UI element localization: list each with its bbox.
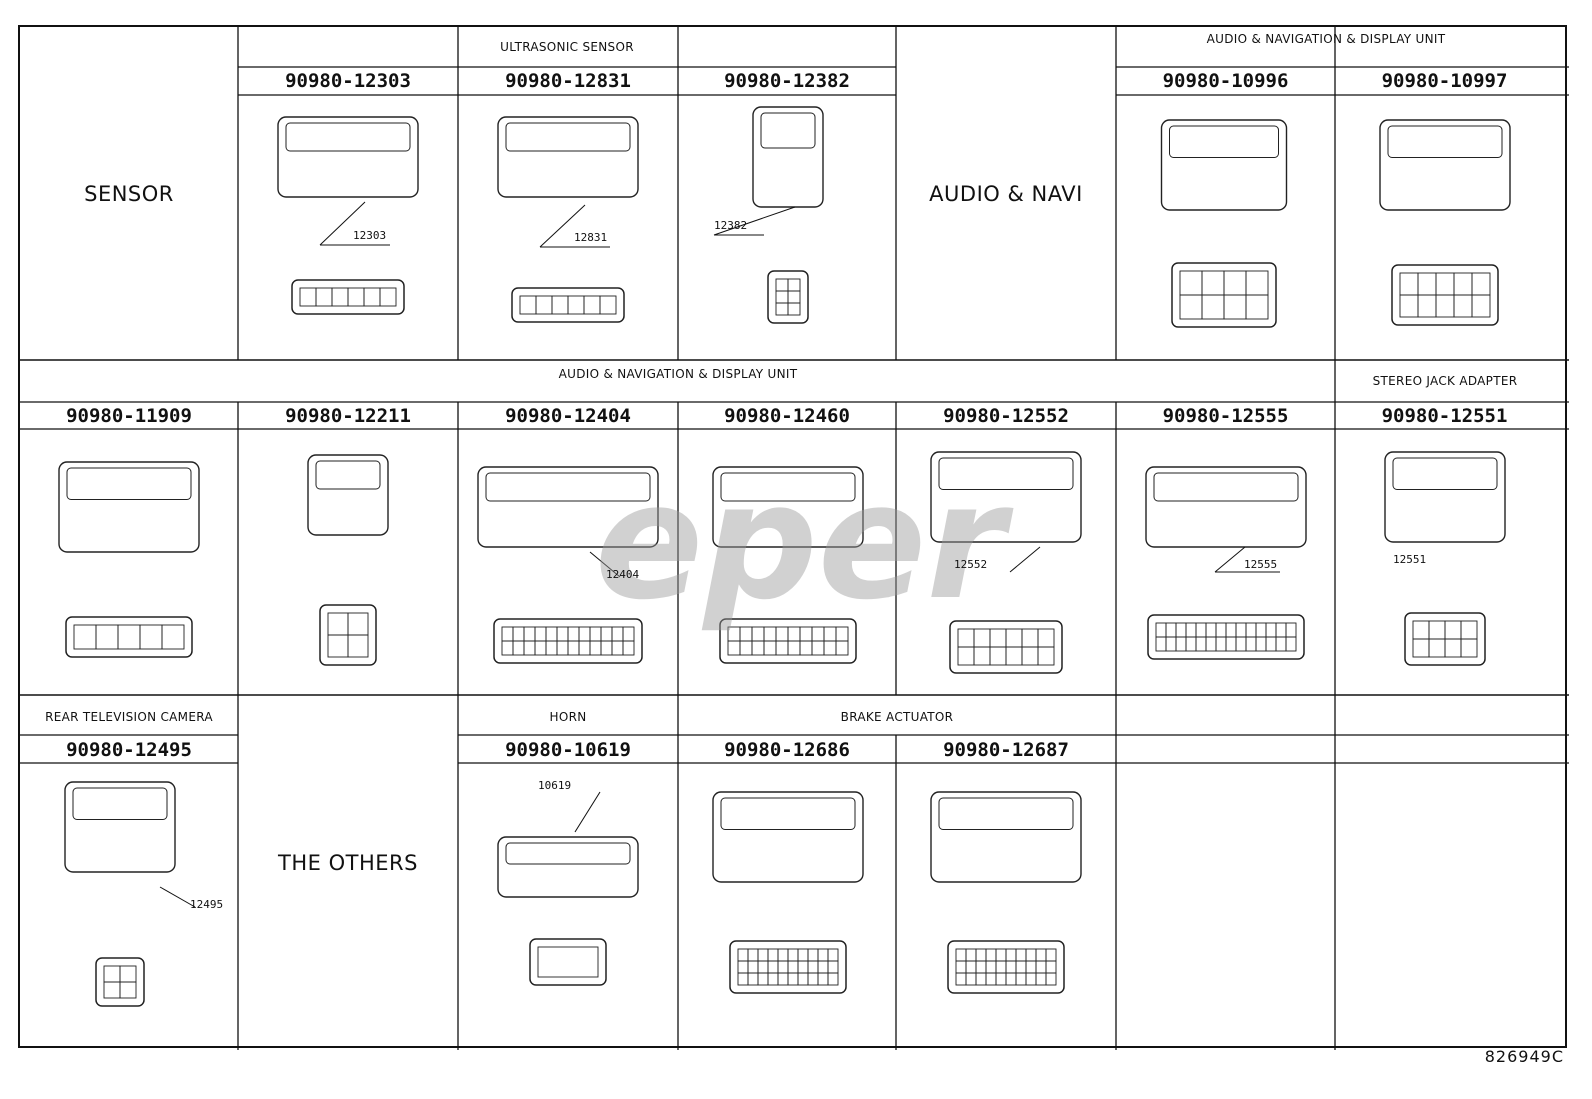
pin-cavity [622,640,635,656]
callout-label: 12404 [606,568,640,581]
pin-cavity [537,946,599,978]
section-the-others: THE OTHERS [278,851,418,875]
connector-latch [285,122,411,152]
callout-label: 12552 [954,558,988,571]
pin-cavity [1285,636,1297,652]
group-brake-actuator: BRAKE ACTUATOR [840,710,954,724]
group-audio-nav-display-top: AUDIO & NAVIGATION & DISPLAY UNIT [1206,32,1446,46]
connector-latch [720,797,856,830]
connector-body [1384,451,1506,543]
connector-body [712,791,864,883]
watermark: eper [595,448,1015,635]
connector-body [277,116,419,198]
part-number: 90980-11909 [66,405,192,427]
part-number: 90980-12552 [943,405,1069,427]
connector-table: eper SENSOR AUDIO & NAVI THE OTHERS ULTR… [18,25,1569,1050]
pin-cavity [347,634,369,658]
group-ultrasonic-sensor: ULTRASONIC SENSOR [500,40,634,54]
connector-body [712,466,864,548]
part-number: 90980-12551 [1381,405,1508,427]
connector-body [497,836,639,898]
callout-label: 12303 [353,229,387,242]
connector-latch [720,472,856,502]
connector-body [307,454,389,536]
section-sensor: SENSOR [84,182,174,206]
part-number: 90980-12211 [285,405,411,427]
callout-label: 12831 [574,231,608,244]
connector-body [752,106,824,208]
part-number: 90980-12686 [724,739,850,761]
section-audio-navi: AUDIO & NAVI [929,182,1083,206]
pin-cavity [1245,294,1269,320]
grid-lines: eper [20,27,1569,1050]
connector-latch [1153,472,1299,502]
connector-face [65,616,193,658]
connector-face [529,938,607,986]
connector-latch [1169,125,1279,158]
part-number: 90980-12687 [943,739,1069,761]
part-number: 90980-12460 [724,405,850,427]
pin-cavity [787,302,801,316]
pin-cavity [599,295,617,315]
connector-body [64,781,176,873]
callout-leader [319,201,366,246]
part-number: 90980-12303 [285,70,411,92]
part-number: 90980-10619 [505,739,631,761]
group-stereo-jack-adapter: STEREO JACK ADAPTER [1372,374,1518,388]
pin-cavity [1471,294,1491,318]
pin-cavity [835,640,849,656]
part-number: 90980-12555 [1162,405,1289,427]
callout-leader [1214,546,1246,573]
connector-body [497,116,639,198]
connector-body [58,461,200,553]
pin-cavity [161,624,185,650]
connector-body [1379,119,1511,211]
callout-leader [589,551,621,578]
pin-cavity [1037,646,1055,666]
connector-body [477,466,659,548]
callout-label: 10619 [538,779,572,792]
part-number: 90980-12404 [505,405,631,427]
part-number: 90980-12495 [66,739,192,761]
connector-latch [66,467,192,500]
connector-latch [505,842,631,865]
group-horn: HORN [549,710,587,724]
group-rear-television-camera: REAR TELEVISION CAMERA [45,710,213,724]
callout-leader [159,886,196,908]
connector-latch [760,112,816,149]
callout-label: 12551 [1393,553,1427,566]
pin-cavity [827,972,839,986]
pin-cavity [379,287,397,307]
part-number: 90980-12382 [724,70,850,92]
figure-id: 826949C [1484,1047,1564,1066]
callout-leader [574,791,601,833]
connector-body [1145,466,1307,548]
connector-latch [1392,457,1498,490]
callout-label: 12495 [190,898,224,911]
pin-cavity [119,981,137,999]
callout-leader [539,204,586,248]
callout-leader [1009,546,1041,573]
connector-latch [1387,125,1503,158]
connector-latch [485,472,651,502]
callout-leader [713,206,796,236]
pin-cavity [1045,972,1057,986]
connector-body [930,451,1082,543]
connector-latch [72,787,168,820]
connector-body [1160,119,1288,211]
part-number: 90980-12831 [505,70,631,92]
part-number: 90980-10997 [1381,70,1508,92]
part-number: 90980-10996 [1162,70,1289,92]
connector-latch [505,122,631,152]
connector-body [930,791,1082,883]
callout-label: 12382 [714,219,748,232]
pin-cavity [1460,638,1478,658]
connector-latch [938,457,1074,490]
connector-latch [938,797,1074,830]
group-audio-nav-display-mid: AUDIO & NAVIGATION & DISPLAY UNIT [558,367,798,381]
connector-latch [315,460,381,490]
callout-label: 12555 [1244,558,1278,571]
